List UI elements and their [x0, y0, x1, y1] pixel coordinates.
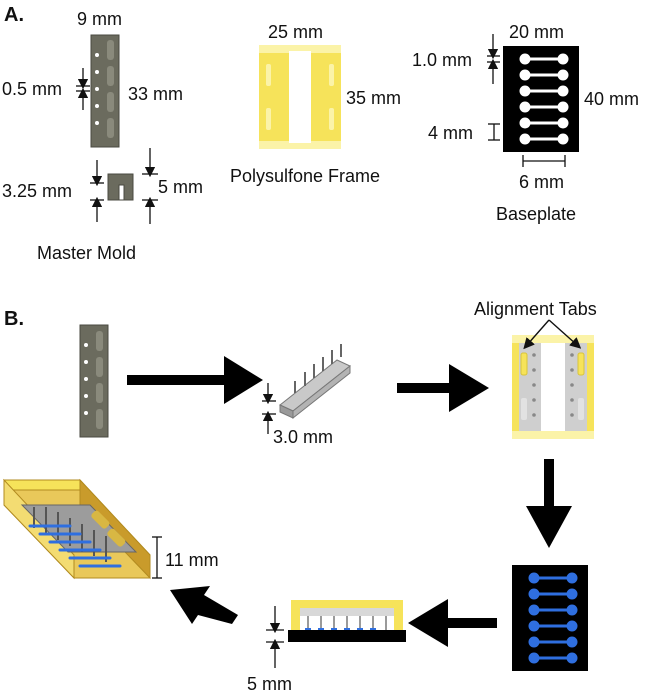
mold-gap-dimension: [76, 68, 90, 110]
frame-caption: Polysulfone Frame: [230, 166, 380, 186]
polysulfone-frame: [259, 45, 341, 149]
panel-b-label: B.: [4, 308, 24, 330]
channel-spacing-dimension: [488, 123, 500, 141]
alignment-tabs-pointers: [523, 319, 582, 350]
profile-dimension-left: [90, 160, 104, 222]
baseplate-height-label: 40 mm: [584, 89, 639, 109]
device-height-dimension: [152, 536, 162, 579]
pillar-height-dimension: [262, 383, 276, 434]
profile-dimension-right: [142, 148, 158, 224]
channel-width-dimension: [487, 34, 500, 84]
profile-height-label: 3.25 mm: [2, 181, 72, 201]
alignment-tabs-label: Alignment Tabs: [474, 299, 597, 319]
step1-master-mold: [79, 324, 109, 438]
mold-height-label: 33 mm: [128, 84, 183, 104]
process-arrow-4: [408, 599, 497, 647]
baseplate-caption: Baseplate: [496, 204, 576, 224]
channel-width-label: 1.0 mm: [412, 50, 472, 70]
mold-gap-label: 0.5 mm: [2, 79, 62, 99]
baseplate: [503, 46, 579, 152]
master-mold-top-view: [90, 34, 120, 148]
process-arrow-1: [127, 356, 263, 404]
process-arrow-2: [397, 364, 489, 412]
step6-final-device: [2, 478, 151, 580]
mold-width-label: 9 mm: [77, 9, 122, 29]
step3-frame-assembly: [512, 335, 594, 439]
master-mold-caption: Master Mold: [37, 243, 136, 263]
frame-height-label: 35 mm: [346, 88, 401, 108]
process-arrow-5: [170, 586, 238, 624]
panel-a-label: A.: [4, 4, 24, 26]
bottom-gap-dimension: [266, 606, 284, 668]
process-arrow-3: [526, 459, 572, 548]
device-height-label: 11 mm: [165, 550, 219, 570]
channel-length-label: 6 mm: [519, 172, 564, 192]
frame-width-label: 25 mm: [268, 22, 323, 42]
step2-mold-3d: [279, 344, 351, 420]
channel-spacing-label: 4 mm: [428, 123, 473, 143]
master-mold-profile: [107, 173, 134, 201]
step5-side-assembly: [288, 600, 406, 642]
channel-length-dimension: [522, 155, 566, 167]
profile-total-label: 5 mm: [158, 177, 203, 197]
bottom-gap-label: 5 mm: [247, 674, 292, 693]
baseplate-width-label: 20 mm: [509, 22, 564, 42]
step4-baseplate: [512, 565, 588, 671]
pillar-height-label: 3.0 mm: [273, 427, 333, 447]
